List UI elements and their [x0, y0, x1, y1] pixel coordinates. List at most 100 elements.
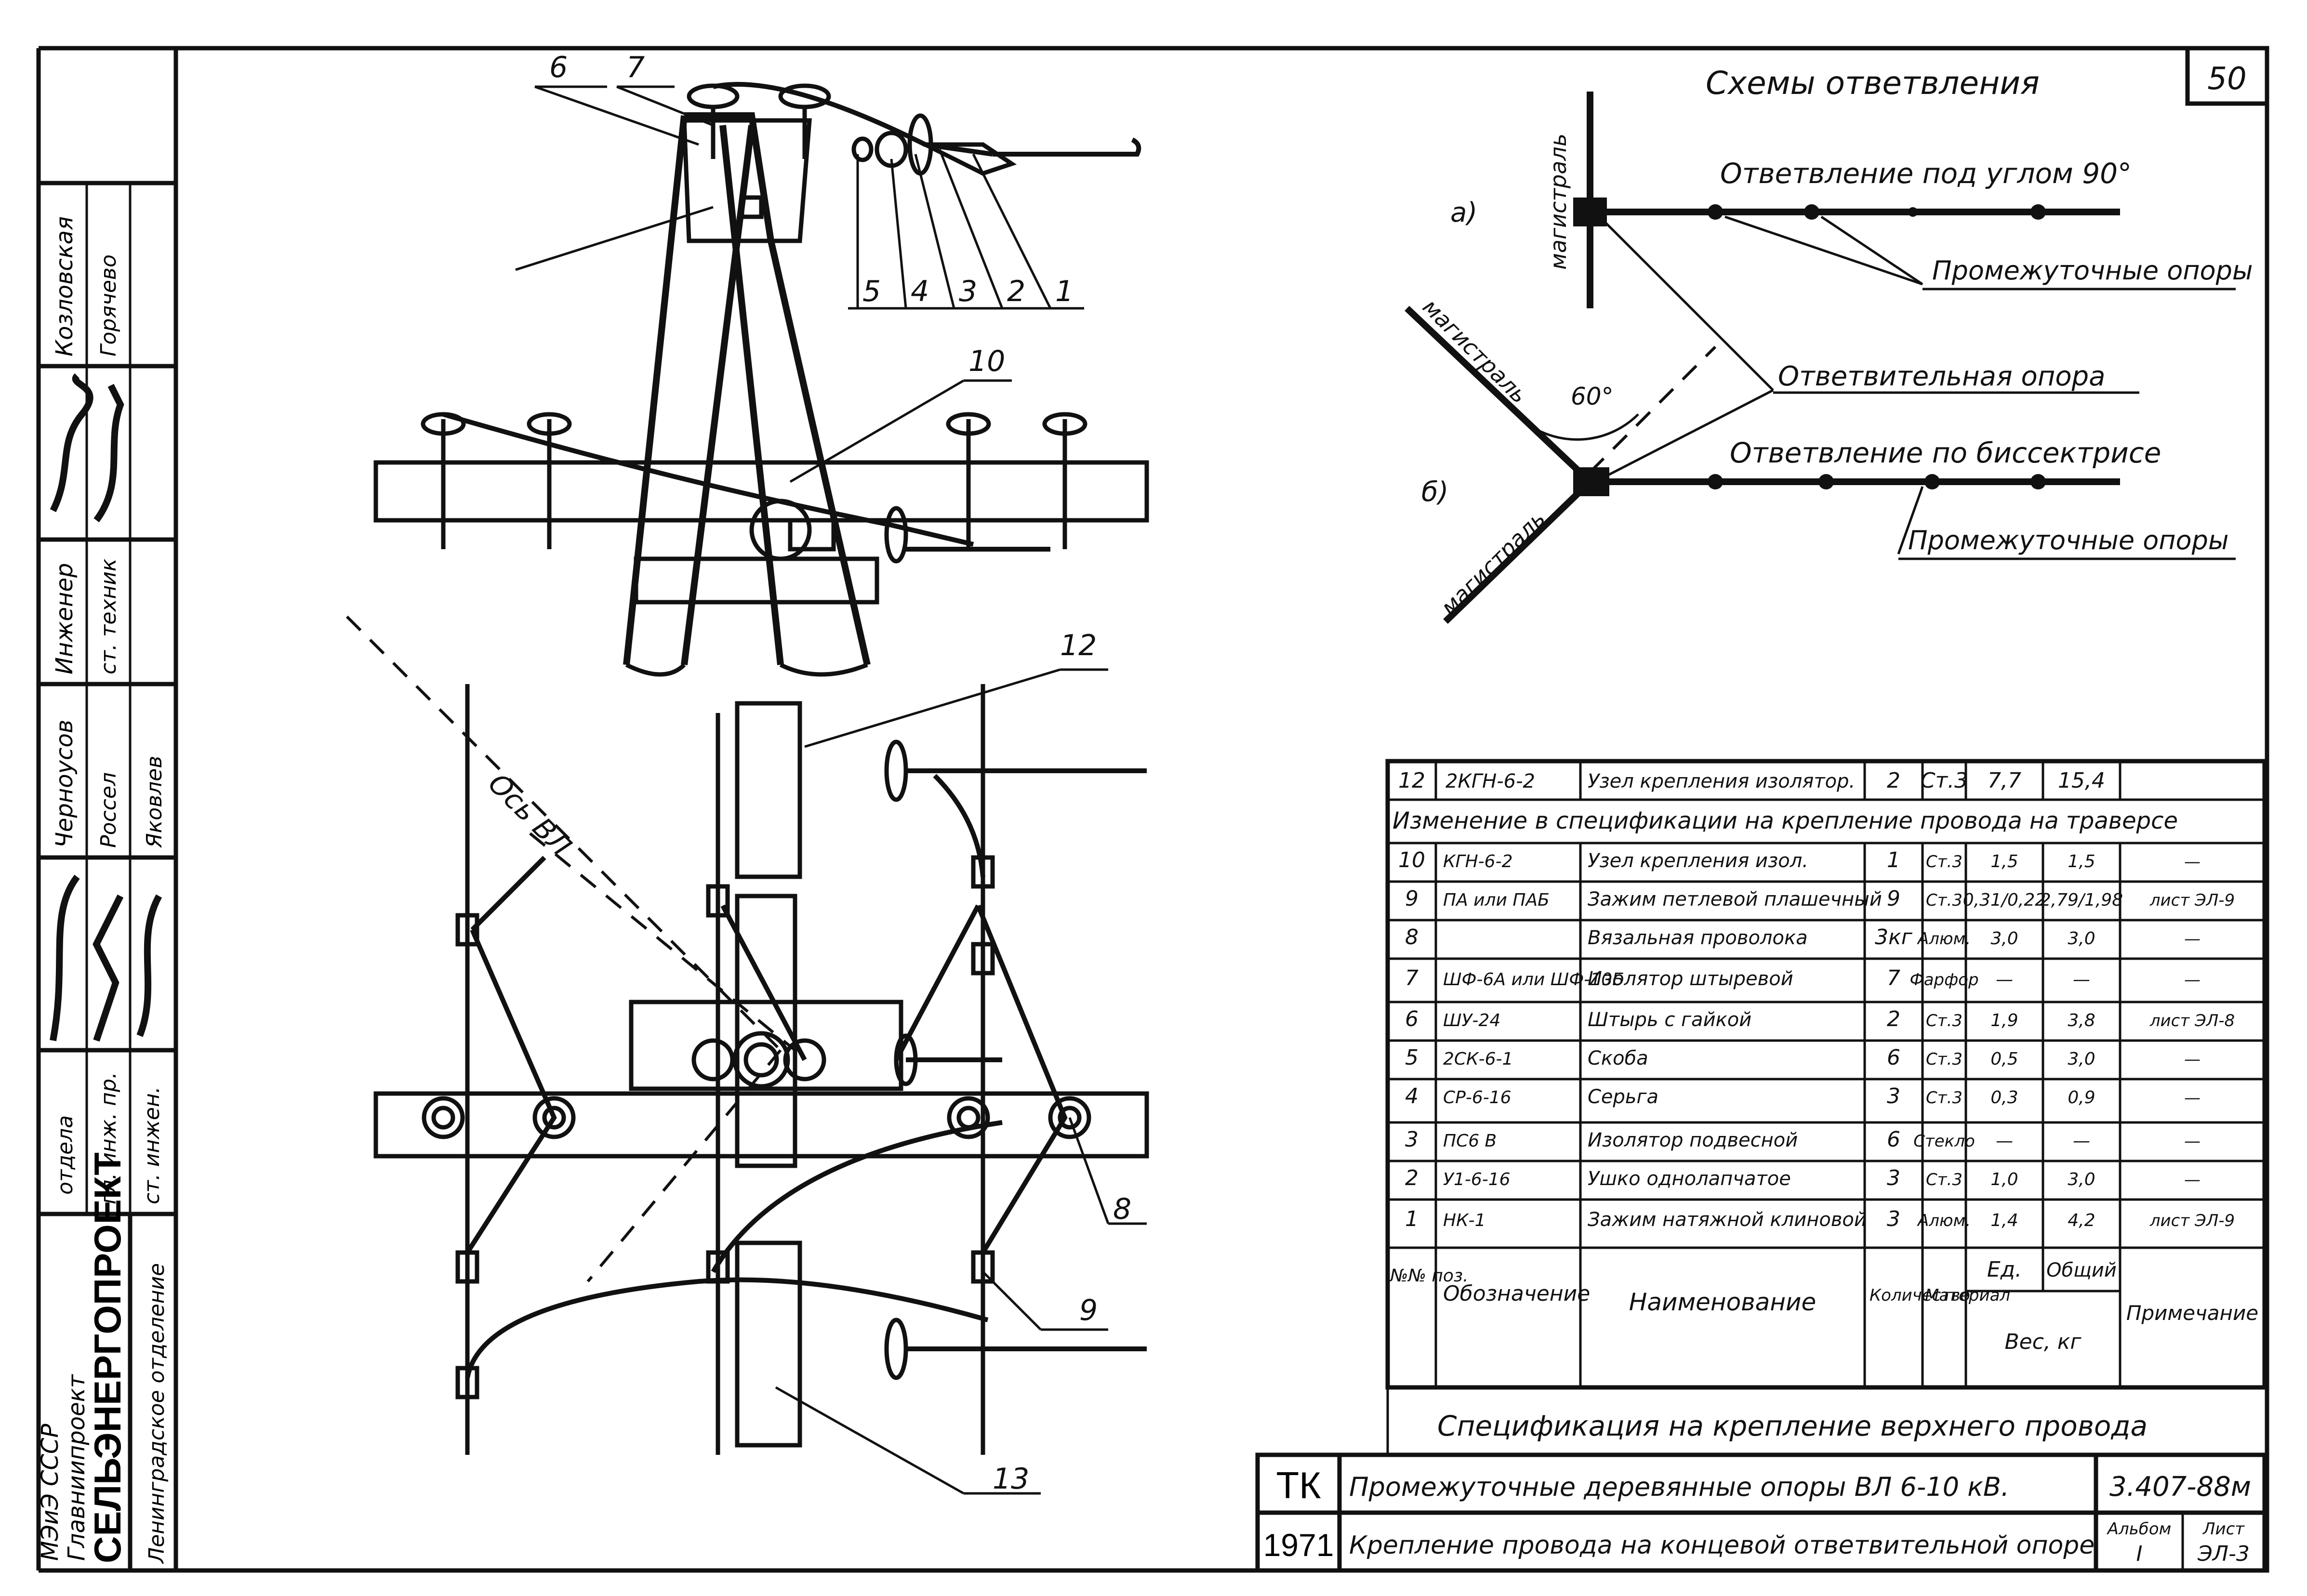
- spec-cell: ПС6 В: [1443, 1131, 1497, 1151]
- spec-cell: 3: [1887, 1166, 1900, 1190]
- spec-cell: 3,0: [2068, 1170, 2095, 1189]
- callout-2: 2: [1007, 275, 1025, 308]
- spec-cell: 2: [1405, 1166, 1419, 1190]
- svg-text:№№ поз.: №№ поз.: [1389, 1266, 1468, 1286]
- name-yakovlev: Яковлев: [142, 756, 167, 848]
- spec-cell: 2СК-6-1: [1443, 1049, 1513, 1069]
- intermediate-b-label: Промежуточные опоры: [1908, 525, 2229, 555]
- role-st-tekhnik: ст. техник: [96, 558, 121, 674]
- spec-cell: У1-6-16: [1443, 1170, 1511, 1189]
- spec-cell: —: [2073, 1131, 2090, 1151]
- spec-cell: 5: [1405, 1045, 1419, 1070]
- role-st-inzh: ст. инжен.: [140, 1086, 164, 1204]
- spec-cell: 3,0: [2068, 1049, 2095, 1069]
- spec-cell: Ст.3: [1926, 891, 1962, 910]
- spec-cell: 1,9: [1990, 1011, 2018, 1030]
- scheme-title: Схемы ответвления: [1706, 65, 2040, 102]
- spec-cell: 0,3: [1990, 1088, 2018, 1108]
- signature-1: [50, 373, 93, 513]
- spec-cell: 1: [1405, 1207, 1419, 1231]
- spec-cell: ПА или ПАБ: [1443, 890, 1550, 910]
- spec-cell: Фарфор: [1909, 970, 1978, 989]
- spec-cell: НК-1: [1443, 1211, 1486, 1230]
- svg-text:Ед.: Ед.: [1987, 1257, 2022, 1282]
- branch-bisector-label: Ответвление по биссектрисе: [1730, 436, 2161, 469]
- spec-cell: лист ЭЛ-9: [2149, 891, 2235, 910]
- svg-text:Общий: Общий: [2046, 1259, 2117, 1281]
- spec-cell: 4: [1405, 1084, 1419, 1108]
- svg-text:Примечание: Примечание: [2126, 1301, 2258, 1325]
- spec-cell: —: [2184, 1050, 2201, 1069]
- spec-cell: 2: [1887, 1007, 1900, 1031]
- spec-cell: Зажим натяжной клиновой: [1588, 1209, 1867, 1231]
- spec-cell: 7: [1887, 966, 1900, 990]
- spec-cell: 1,4: [1990, 1211, 2018, 1230]
- spec-cell: Ст.3: [1926, 852, 1962, 871]
- signature-2: [93, 383, 124, 523]
- branch-schemes: Схемы ответвления а) магистраль Ответвле…: [1405, 65, 2253, 624]
- spec-cell: 0,31/0,22: [1963, 890, 2046, 910]
- callout-7: 7: [626, 51, 645, 84]
- branch-90-label: Ответвление под углом 90°: [1720, 157, 2132, 190]
- spec-cell: 0,9: [2068, 1088, 2095, 1108]
- spec-cell: 7: [1405, 966, 1419, 990]
- callout-12: 12: [1060, 629, 1097, 662]
- spec-cell: 1,0: [1990, 1170, 2018, 1189]
- spec-cell: —: [2184, 970, 2201, 989]
- title-line-2: Крепление провода на концевой ответвител…: [1349, 1531, 2095, 1560]
- title-line-1: Промежуточные деревянные опоры ВЛ 6-10 к…: [1349, 1472, 2009, 1502]
- svg-text:2КГН-6-2: 2КГН-6-2: [1445, 770, 1535, 792]
- svg-text:15,4: 15,4: [2058, 768, 2105, 793]
- spec-cell: Стекло: [1913, 1132, 1975, 1151]
- spec-cell: ШФ-6А или ШФ-10Б: [1443, 970, 1624, 989]
- svg-text:2: 2: [1887, 768, 1900, 793]
- spec-cell: —: [2184, 1132, 2201, 1151]
- svg-text:Вес, кг: Вес, кг: [2004, 1330, 2082, 1354]
- spec-cell: 3,0: [2068, 929, 2095, 949]
- sheet-label: Лист: [2202, 1519, 2245, 1539]
- spec-cell: Ст.3: [1926, 1088, 1962, 1108]
- spec-cell: —: [2073, 970, 2090, 989]
- org-main: СЕЛЬЭНЕРГОПРОЕКТ: [86, 1152, 129, 1563]
- svg-text:Обозначение: Обозначение: [1443, 1281, 1590, 1306]
- sheet-value: ЭЛ-3: [2197, 1542, 2250, 1566]
- spec-cell: —: [2184, 1088, 2201, 1108]
- spec-cell: 1,5: [1990, 852, 2018, 871]
- signature-5: [136, 894, 162, 1037]
- spec-cell: ШУ-24: [1443, 1011, 1500, 1030]
- scheme-b-label: б): [1421, 476, 1448, 508]
- callout-10: 10: [968, 344, 1005, 378]
- spec-cell: 2,79/1,98: [2040, 890, 2123, 910]
- sheet-frame: [173, 46, 2269, 1573]
- signature-4: [93, 894, 124, 1042]
- org-line-2: Главниипроект: [63, 1373, 90, 1561]
- role-inzhener: Инженер: [51, 563, 78, 674]
- branch-support-label: Ответвительная опора: [1778, 361, 2105, 392]
- name-kozlovskaya: Козловская: [51, 216, 78, 356]
- album-label: Альбом: [2107, 1519, 2171, 1539]
- spec-cell: —: [2184, 1170, 2201, 1189]
- spec-cell: Штырь с гайкой: [1588, 1009, 1751, 1031]
- callout-6: 6: [549, 51, 568, 84]
- spec-cell: 8: [1405, 925, 1419, 950]
- spec-cell: 0,5: [1990, 1049, 2018, 1069]
- spec-cell: КГН-6-2: [1443, 852, 1512, 871]
- callout-5: 5: [862, 275, 881, 308]
- page-number: 50: [2207, 61, 2246, 97]
- spec-cell: Серьга: [1588, 1086, 1658, 1108]
- svg-text:Количество: Количество: [1869, 1286, 1970, 1305]
- album-value: I: [2136, 1542, 2143, 1566]
- plan-view: [345, 615, 1149, 1455]
- intermediate-a-label: Промежуточные опоры: [1932, 255, 2253, 286]
- side-stamp: МЭиЭ СССР Главниипроект СЕЛЬЭНЕРГОПРОЕКТ…: [37, 181, 176, 1570]
- spec-cell: 3кг: [1875, 925, 1913, 950]
- spec-cell: 3: [1887, 1084, 1900, 1108]
- spec-cell: Ушко однолапчатое: [1588, 1168, 1791, 1190]
- name-goryachevo: Горячево: [96, 254, 121, 356]
- year-label: 1971: [1263, 1527, 1334, 1563]
- callout-3: 3: [959, 275, 977, 308]
- spec-cell: лист ЭЛ-9: [2149, 1211, 2235, 1230]
- spec-caption: Спецификация на крепление верхнего прово…: [1437, 1410, 2148, 1442]
